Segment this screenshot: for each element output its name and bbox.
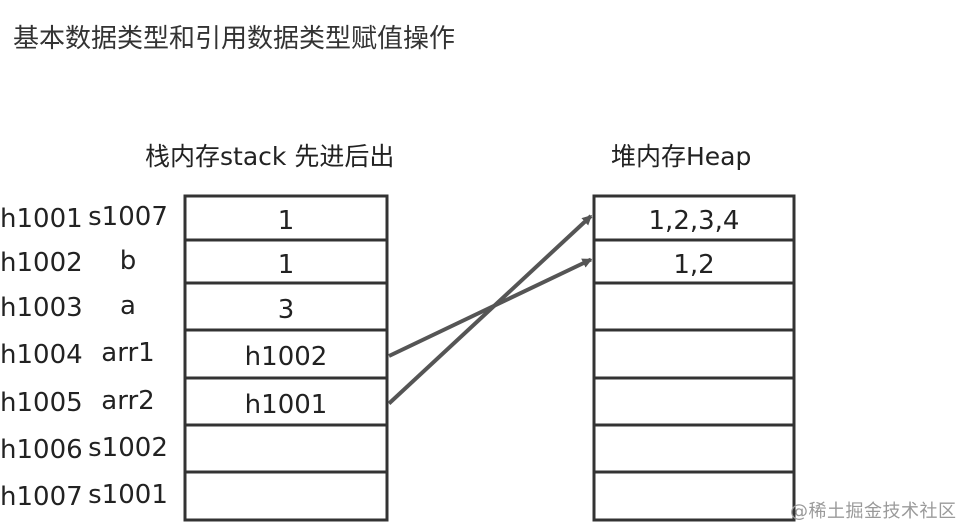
stack-cell-value: 1 bbox=[277, 249, 295, 280]
stack-variable-label: s1001 bbox=[88, 480, 168, 510]
arrows-layer bbox=[387, 214, 593, 405]
stack-variable-label: arr1 bbox=[101, 338, 155, 368]
stack-cell-value: h1002 bbox=[244, 342, 328, 372]
heap-cell bbox=[592, 376, 796, 427]
heap-address-label: h1006 bbox=[0, 434, 83, 465]
stack-variable-label: s1007 bbox=[88, 202, 168, 232]
heap-cell bbox=[592, 238, 796, 285]
heap-cell bbox=[592, 194, 796, 242]
watermark: @稀土掘金技术社区 bbox=[790, 501, 957, 522]
heap-cell-value: 1,2 bbox=[673, 249, 715, 280]
stack-cell-value: 1 bbox=[277, 206, 295, 236]
heap-boxes bbox=[592, 194, 796, 522]
heap-title: 堆内存Heap bbox=[611, 142, 752, 171]
stack-variable-label: arr2 bbox=[101, 385, 155, 416]
stack-boxes bbox=[183, 194, 389, 522]
heap-address-label: h1004 bbox=[0, 340, 83, 370]
stack-cell bbox=[183, 423, 389, 474]
stack-cell bbox=[183, 194, 389, 242]
heap-cell bbox=[592, 423, 796, 474]
stack-title: 栈内存stack 先进后出 bbox=[145, 142, 395, 171]
heap-cell bbox=[592, 328, 796, 380]
heap-cell-value: 1,2,3,4 bbox=[648, 206, 740, 236]
stack-cell-value: h1001 bbox=[244, 389, 328, 420]
heap-address-label: h1003 bbox=[0, 292, 83, 323]
heap-address-label: h1005 bbox=[0, 387, 83, 418]
diagram-title: 基本数据类型和引用数据类型赋值操作 bbox=[13, 24, 456, 54]
heap-address-label: h1001 bbox=[0, 204, 83, 234]
heap-cell bbox=[592, 281, 796, 332]
stack-variable-label: a bbox=[120, 290, 136, 321]
stack-variable-label: b bbox=[119, 245, 137, 276]
heap-address-label: h1007 bbox=[0, 482, 83, 512]
stack-cell bbox=[183, 470, 389, 522]
stack-cell-value: 3 bbox=[277, 294, 295, 325]
pointer-arrow-arr2-to-h1001 bbox=[387, 214, 593, 405]
heap-cell bbox=[592, 470, 796, 522]
stack-variable-label: s1002 bbox=[88, 432, 168, 463]
heap-address-label: h1002 bbox=[0, 247, 83, 278]
